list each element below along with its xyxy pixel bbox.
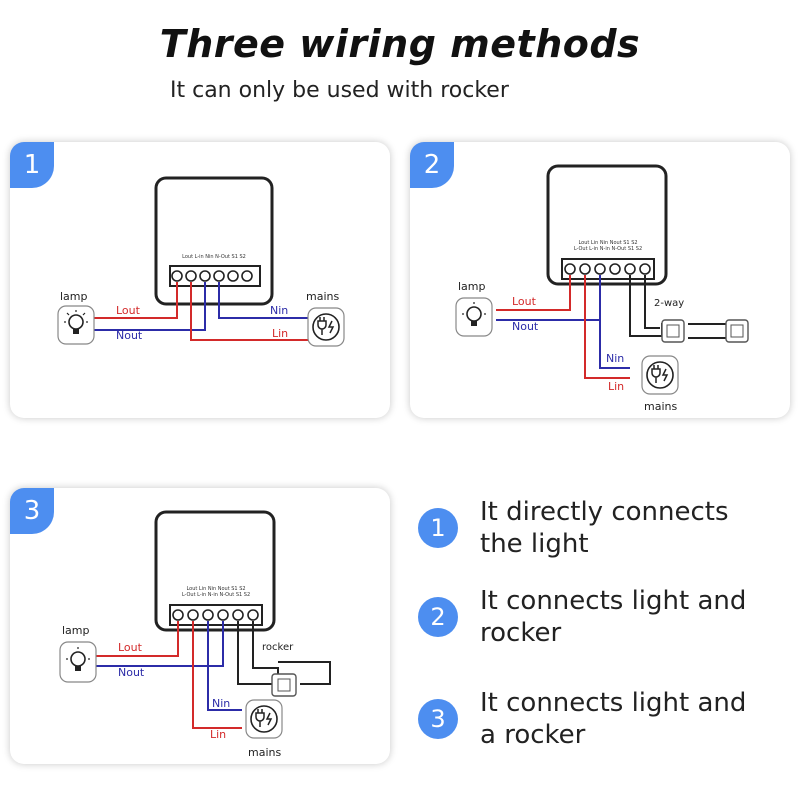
nout-label: Nout xyxy=(118,666,145,679)
lin-label: Lin xyxy=(608,380,624,393)
nout-label: Nout xyxy=(116,329,143,342)
wiring-panel-2: 2 Lout Lin Nin Nout S1 S2 L-Out L-in N-i… xyxy=(410,142,790,418)
wiring-diagram-1: Lout L-in Nin N-Out S1 S2 Lout Nout Nin … xyxy=(57,176,345,347)
lamp-label: lamp xyxy=(60,290,88,303)
plug-icon xyxy=(307,307,345,347)
lamp-label: lamp xyxy=(458,280,486,293)
lamp-icon xyxy=(59,641,97,683)
two-way-switch-icon xyxy=(661,319,749,343)
panel-number-badge: 1 xyxy=(10,142,54,188)
legend-number-badge: 2 xyxy=(418,597,458,637)
panel-number-badge: 2 xyxy=(410,142,454,188)
terminal-labels-bottom: L-Out L-in N-in N-Out S1 S2 xyxy=(574,246,642,252)
legend-number-badge: 3 xyxy=(418,699,458,739)
wiring-panel-1: 1 Lout L-in Nin N-Out S1 S2 Lout Nout Ni… xyxy=(10,142,390,418)
lout-label: Lout xyxy=(512,295,537,308)
wiring-panel-3: 3 Lout Lin Nin Nout S1 S2 L-Out L-in N-i… xyxy=(10,488,390,764)
wiring-diagram-3: Lout Lin Nin Nout S1 S2 L-Out L-in N-in … xyxy=(59,510,331,759)
lout-label: Lout xyxy=(116,304,141,317)
legend-item-3: 3 It connects light and a rocker xyxy=(418,687,770,751)
legend-text: It directly connects the light xyxy=(480,497,729,559)
lamp-icon xyxy=(455,297,493,337)
smart-switch-module: Lout L-in Nin N-Out S1 S2 xyxy=(154,176,274,306)
nout-label: Nout xyxy=(512,320,539,333)
legend-text: It connects light and rocker xyxy=(480,586,747,648)
lin-label: Lin xyxy=(210,728,226,741)
smart-switch-module: Lout Lin Nin Nout S1 S2 L-Out L-in N-in … xyxy=(154,510,276,632)
switch-label: rocker xyxy=(262,642,294,653)
mains-label: mains xyxy=(306,290,339,303)
terminal-labels: Lout L-in Nin N-Out S1 S2 xyxy=(182,254,246,260)
rocker-switch-icon xyxy=(271,673,297,697)
lout-label: Lout xyxy=(118,641,143,654)
lamp-icon xyxy=(57,305,95,345)
terminal-labels-top: Lout Lin Nin Nout S1 S2 xyxy=(578,240,637,246)
legend-item-2: 2 It connects light and rocker xyxy=(418,585,770,649)
lamp-label: lamp xyxy=(62,624,90,637)
lin-label: Lin xyxy=(272,327,288,340)
nin-label: Nin xyxy=(212,697,230,710)
mains-label: mains xyxy=(248,746,281,759)
smart-switch-module: Lout Lin Nin Nout S1 S2 L-Out L-in N-in … xyxy=(546,164,668,286)
mains-label: mains xyxy=(644,400,677,413)
legend-item-1: 1 It directly connects the light xyxy=(418,496,770,560)
wiring-diagram-2: Lout Lin Nin Nout S1 S2 L-Out L-in N-in … xyxy=(455,164,749,413)
plug-icon xyxy=(641,355,679,395)
switch-label: 2-way xyxy=(654,298,684,309)
legend-number-badge: 1 xyxy=(418,508,458,548)
terminal-labels-top: Lout Lin Nin Nout S1 S2 xyxy=(186,586,245,592)
plug-icon xyxy=(245,699,283,739)
page-title: Three wiring methods xyxy=(159,22,641,66)
terminal-labels-bottom: L-Out L-in N-in N-Out S1 S2 xyxy=(182,592,250,598)
panel-number-badge: 3 xyxy=(10,488,54,534)
nin-label: Nin xyxy=(606,352,624,365)
legend-text: It connects light and a rocker xyxy=(480,688,747,750)
page-subtitle: It can only be used with rocker xyxy=(170,78,509,103)
nin-label: Nin xyxy=(270,304,288,317)
